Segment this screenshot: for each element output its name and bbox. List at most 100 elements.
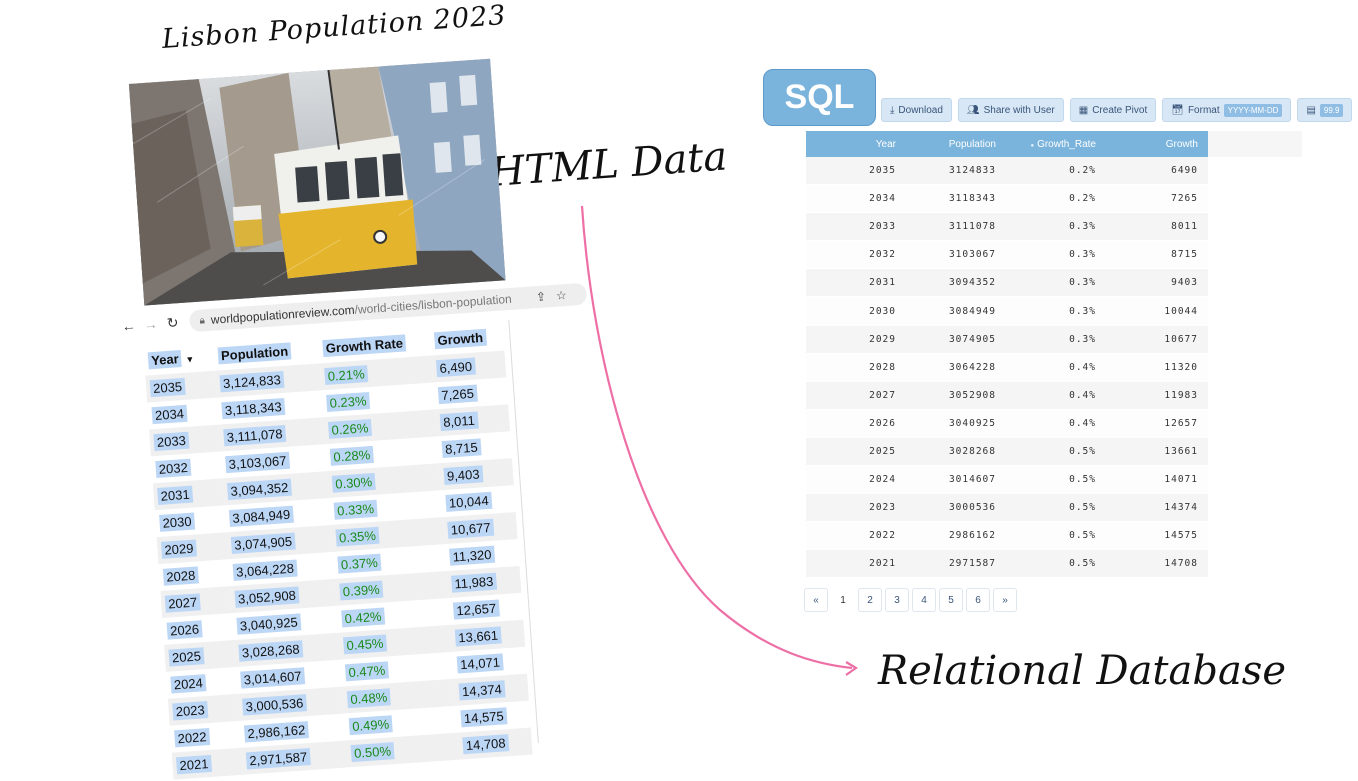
sql-row: 2024 3014607 0.5% 14071 [806, 466, 1208, 495]
sql-toolbar: ⤓Download 👥︎Share with User ▦Create Pivo… [881, 98, 1353, 122]
sql-cell-population: 3111078 [948, 221, 996, 233]
page-button[interactable]: 5 [939, 588, 963, 612]
sql-cell-growth-rate: 0.5% [1069, 558, 1096, 570]
sql-cell-year: 2029 [869, 333, 896, 345]
sql-cell-growth: 10044 [1164, 305, 1198, 317]
sql-cell-population: 3084949 [948, 305, 996, 317]
sql-cell-growth-rate: 0.3% [1069, 333, 1096, 345]
sql-cell-growth-rate: 0.4% [1069, 361, 1096, 373]
share-icon[interactable]: ⇪ [535, 288, 557, 305]
decimal-format-button[interactable]: ▤99.9 [1297, 98, 1353, 122]
calculator-icon: ▤ [1306, 104, 1316, 116]
sql-cell-growth: 14071 [1164, 474, 1198, 486]
web-header-year[interactable]: Year ▼ [143, 341, 215, 376]
sql-cell-growth: 10677 [1164, 333, 1198, 345]
web-page-screenshot: ← → ↻ 🔒︎ worldpopulationreview.com /worl… [100, 39, 618, 780]
sql-header-growth[interactable]: Growth [1165, 138, 1198, 150]
page-button[interactable]: 2 [858, 588, 882, 612]
sql-cell-growth: 13661 [1164, 445, 1198, 457]
download-icon: ⤓ [890, 104, 895, 116]
sql-cell-growth-rate: 0.3% [1069, 305, 1096, 317]
sql-header-year[interactable]: Year [875, 138, 896, 150]
page-button[interactable]: 4 [912, 588, 936, 612]
tram-photo [128, 58, 506, 306]
lock-icon: 🔒︎ [199, 314, 206, 327]
web-population-table: Year ▼ Population Growth Rate Growth 203… [143, 321, 533, 780]
sql-cell-year: 2028 [869, 361, 896, 373]
sql-badge: SQL [763, 69, 876, 126]
decimal-chip: 99.9 [1319, 103, 1344, 117]
sql-cell-growth-rate: 0.3% [1069, 249, 1096, 261]
sql-cell-year: 2033 [869, 221, 896, 233]
page-prev-button[interactable]: « [804, 588, 828, 612]
sql-cell-year: 2035 [869, 165, 896, 177]
sql-cell-population: 3124833 [948, 165, 996, 177]
page-button[interactable]: 3 [885, 588, 909, 612]
sql-cell-growth-rate: 0.3% [1069, 277, 1096, 289]
star-icon[interactable]: ☆ [555, 287, 578, 303]
create-pivot-button[interactable]: ▦Create Pivot [1069, 98, 1157, 122]
sql-cell-year: 2027 [869, 389, 896, 401]
page-next-button[interactable]: » [993, 588, 1017, 612]
calendar-icon: 📅︎ [1171, 104, 1184, 116]
sql-header-growth-rate[interactable]: ●Growth_Rate [1030, 138, 1096, 150]
reload-icon[interactable]: ↻ [166, 313, 180, 331]
page-button[interactable]: 6 [966, 588, 990, 612]
sql-cell-growth: 12657 [1164, 417, 1198, 429]
sql-cell-growth: 6490 [1171, 165, 1198, 177]
sql-cell-growth: 11983 [1164, 389, 1198, 401]
sql-cell-year: 2034 [869, 193, 896, 205]
sql-row: 2027 3052908 0.4% 11983 [806, 381, 1208, 410]
sql-cell-year: 2031 [869, 277, 896, 289]
sql-cell-population: 3103067 [948, 249, 996, 261]
sql-header-filler [1208, 131, 1302, 157]
sql-cell-year: 2021 [869, 558, 896, 570]
sql-cell-population: 3094352 [948, 277, 996, 289]
sql-cell-growth: 14575 [1164, 530, 1198, 542]
sql-row: 2021 2971587 0.5% 14708 [806, 550, 1208, 579]
sql-row: 2031 3094352 0.3% 9403 [806, 269, 1208, 298]
sql-cell-population: 3040925 [948, 417, 996, 429]
sql-cell-year: 2023 [869, 502, 896, 514]
sql-cell-growth-rate: 0.5% [1069, 474, 1096, 486]
sql-cell-growth-rate: 0.4% [1069, 389, 1096, 401]
sql-cell-population: 2971587 [948, 558, 996, 570]
sql-cell-population: 3028268 [948, 445, 996, 457]
sql-cell-growth-rate: 0.5% [1069, 502, 1096, 514]
date-format-chip: YYYY-MM-DD [1223, 103, 1283, 117]
table-icon: ▦ [1078, 104, 1089, 116]
sql-cell-population: 3000536 [948, 502, 996, 514]
sql-result-grid: Year Population ●Growth_Rate Growth 2035… [806, 131, 1302, 579]
sql-cell-growth-rate: 0.4% [1069, 417, 1096, 429]
sql-cell-population: 3014607 [948, 474, 996, 486]
sort-down-icon[interactable]: ▼ [185, 353, 195, 365]
forward-arrow-icon[interactable]: → [143, 315, 159, 333]
sql-cell-year: 2024 [869, 474, 896, 486]
sql-cell-growth: 14374 [1164, 502, 1198, 514]
sql-cell-growth: 9403 [1171, 277, 1198, 289]
sort-indicator-icon: ● [1030, 142, 1035, 149]
download-button[interactable]: ⤓Download [881, 98, 952, 122]
sql-cell-growth-rate: 0.3% [1069, 221, 1096, 233]
page-button[interactable]: 1 [831, 588, 855, 612]
sql-header-population[interactable]: Population [948, 138, 996, 150]
sql-cell-population: 3052908 [948, 389, 996, 401]
relational-database-label: Relational Database [878, 648, 1286, 694]
web-cell-growth: 14,708 [457, 727, 533, 760]
url-path: /world-cities/lisbon-population [354, 291, 513, 317]
share-with-user-button[interactable]: 👥︎Share with User [957, 98, 1064, 122]
back-arrow-icon[interactable]: ← [121, 317, 137, 335]
sql-cell-year: 2032 [869, 249, 896, 261]
sql-cell-growth: 14708 [1164, 558, 1198, 570]
